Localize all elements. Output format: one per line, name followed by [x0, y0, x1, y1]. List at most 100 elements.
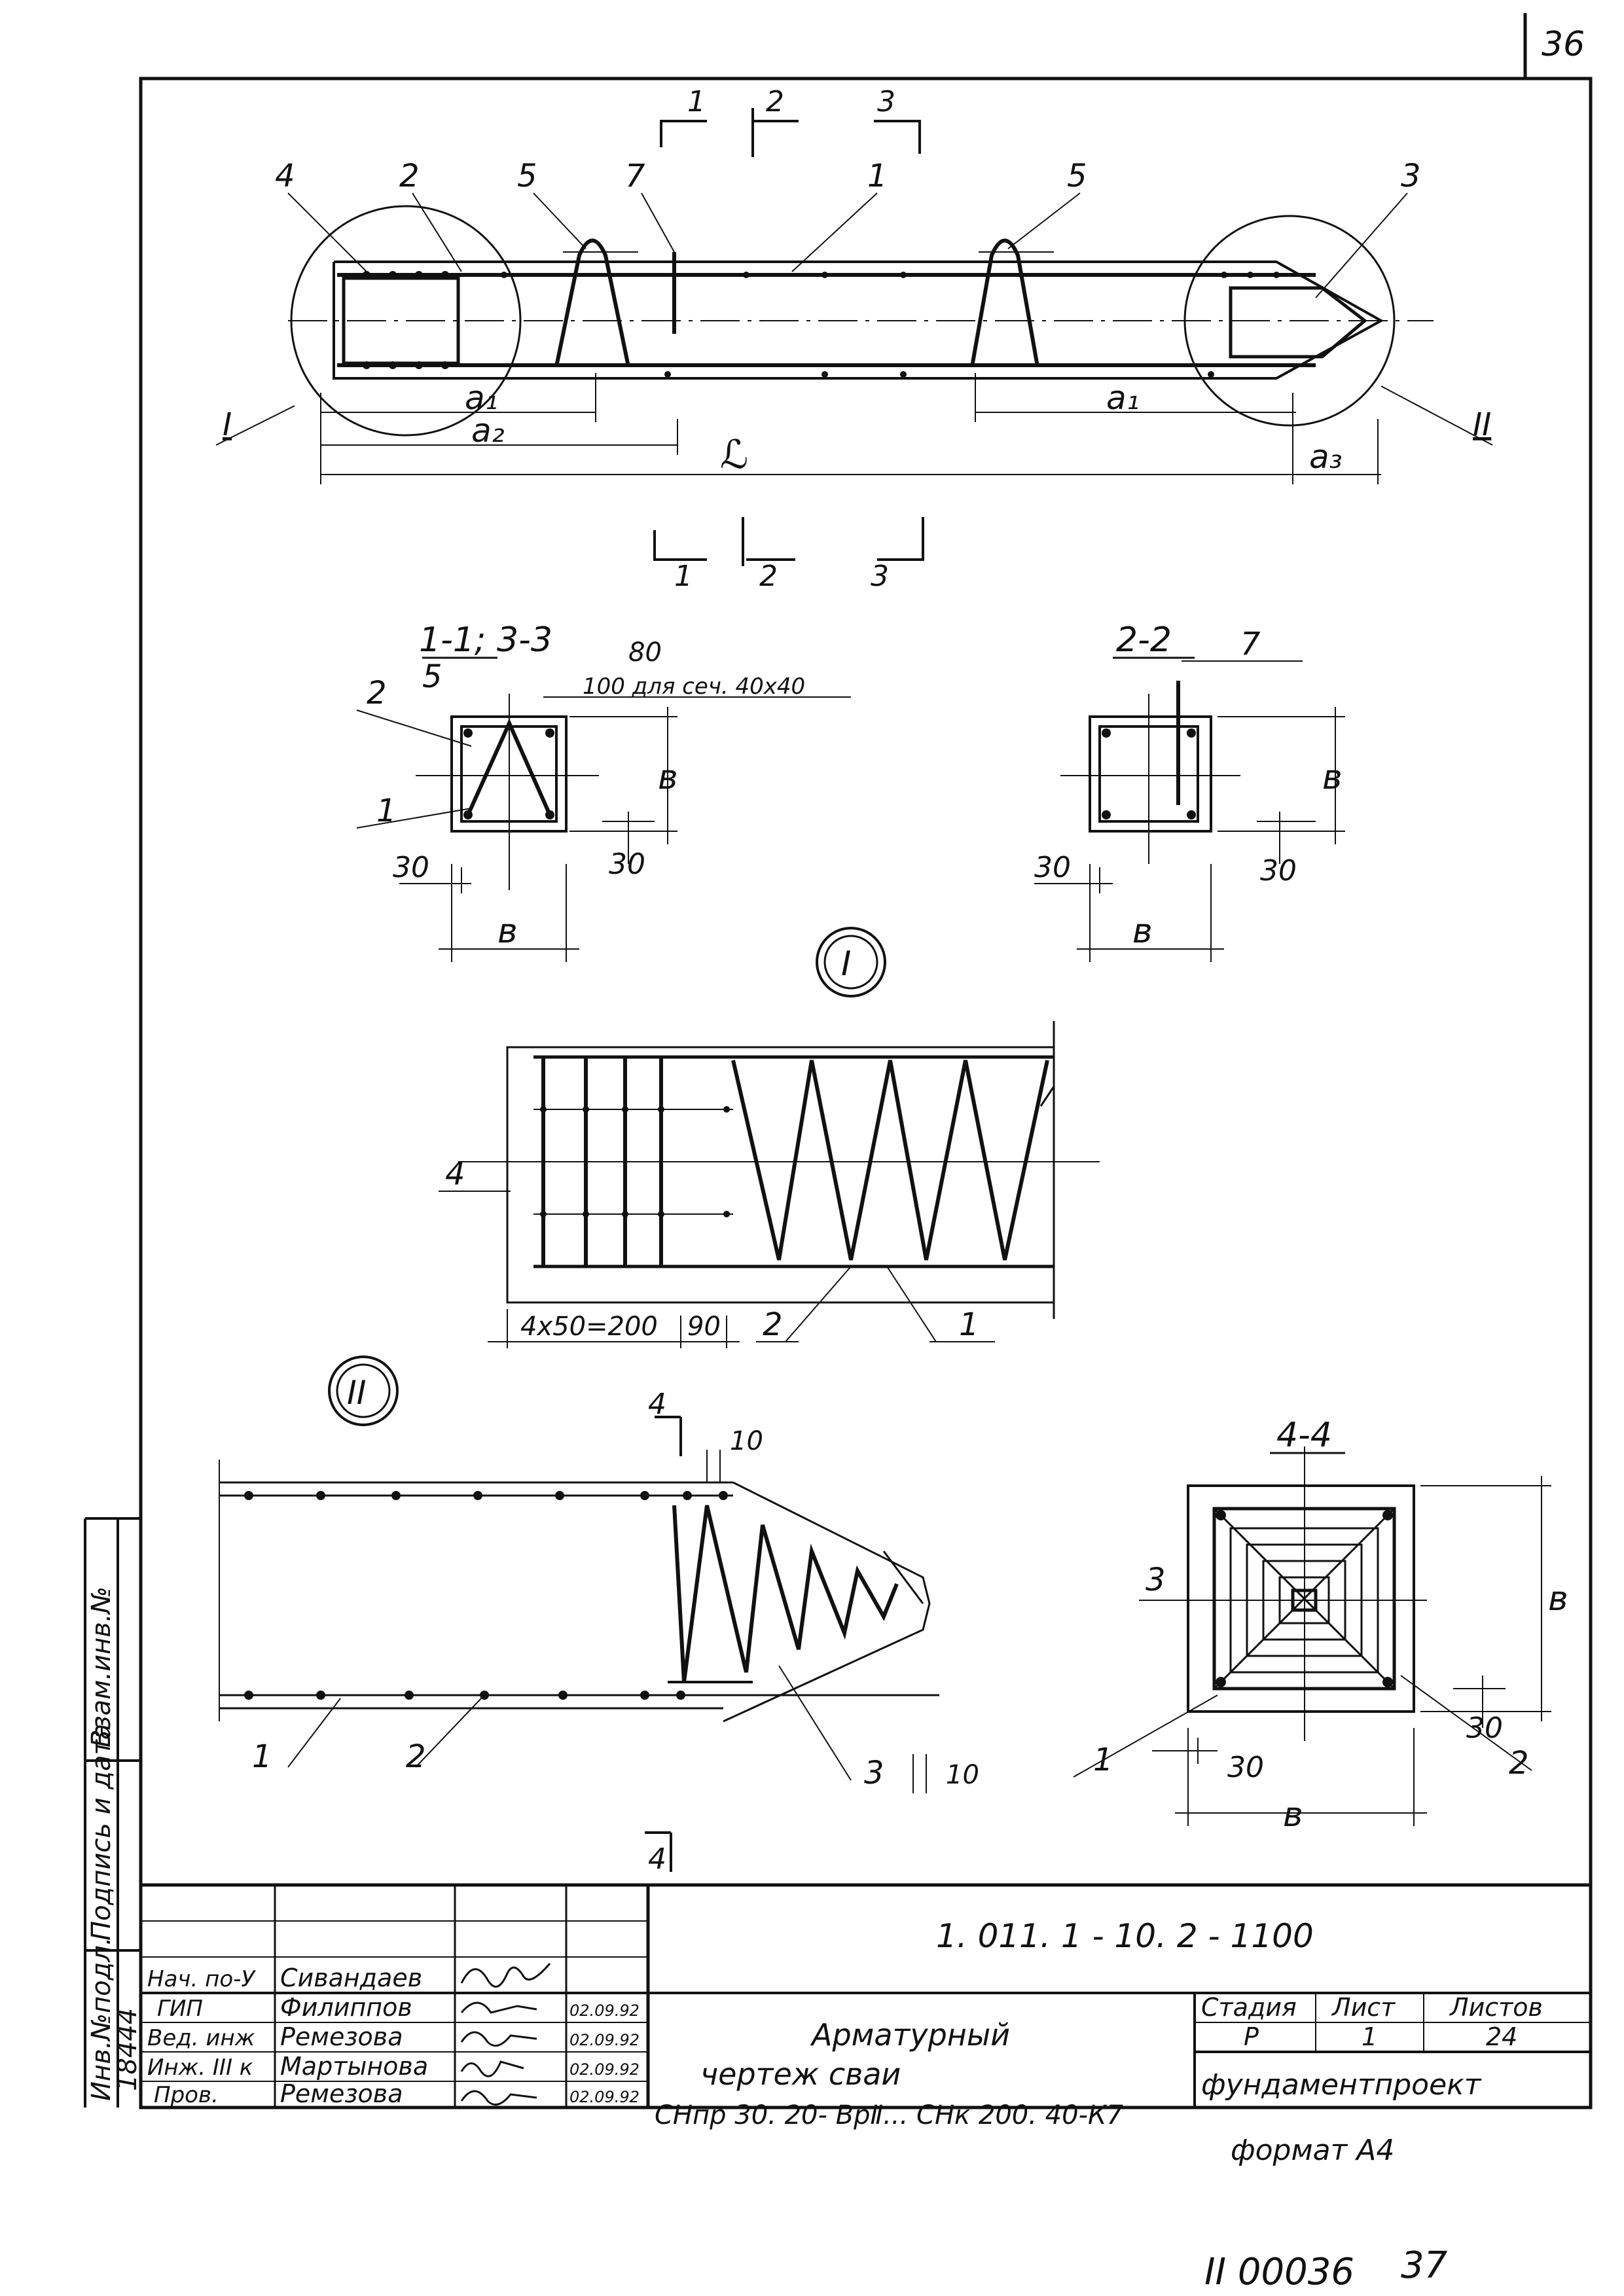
stage-value: Р	[1244, 2022, 1259, 2051]
elev-callout-4: 4	[275, 158, 295, 194]
section-22-dim-30-right: 30	[1260, 854, 1297, 888]
elev-dim-a3: a₃	[1309, 438, 1343, 476]
sheets-value: 24	[1486, 2022, 1517, 2051]
side-stamp-inv-orig: Инв.№подл.	[86, 1937, 117, 2101]
sheet-value: 1	[1362, 2022, 1377, 2051]
drawing-title-line2: чертеж сваи	[700, 2056, 901, 2092]
elev-dim-a2: a₂	[471, 412, 505, 450]
section-11-dim-b-bottom: в	[497, 912, 518, 951]
section-11-33	[356, 656, 851, 962]
organization: фундаментпроект	[1201, 2068, 1482, 2102]
tb-name-1: Филиппов	[280, 1993, 412, 2022]
side-stamp	[84, 1517, 141, 2108]
section-11-callout-2: 2	[367, 675, 387, 711]
side-stamp-inv-number: 18444	[113, 2008, 143, 2091]
detail-II-callout-2: 2	[406, 1738, 426, 1775]
footer-page: 37	[1401, 2244, 1448, 2287]
cut-label-bottom-2: 2	[759, 560, 778, 593]
tb-role-2: Вед. инж	[147, 2025, 255, 2051]
side-stamp-signature-date: Подпись и дата	[86, 1724, 117, 1941]
detail-I-spiral	[731, 1060, 1049, 1261]
elev-dim-L: ℒ	[720, 432, 748, 478]
section-22	[1034, 656, 1345, 962]
detail-II-callout-1: 1	[252, 1738, 272, 1775]
elev-callout-7: 7	[625, 158, 645, 194]
pile-elevation	[215, 108, 1493, 566]
detail-II-ref-circle	[328, 1355, 399, 1426]
section-cut-markers-bottom	[653, 517, 924, 566]
tb-date-3: 02.09.92	[569, 2060, 640, 2079]
sheet-header: Лист	[1331, 1993, 1396, 2022]
cut-label-bottom-1: 1	[674, 560, 693, 593]
detail-I-callout-2: 2	[763, 1306, 783, 1343]
detail-I-dim-90: 90	[687, 1312, 721, 1342]
detail-circle-I	[290, 205, 522, 437]
cut-label-bottom-3: 3	[871, 560, 889, 593]
elev-callout-2: 2	[399, 158, 420, 194]
detail-II-ref: II	[347, 1374, 367, 1412]
tb-date-1: 02.09.92	[569, 2001, 640, 2020]
section-11-callout-1: 1	[376, 793, 397, 829]
detail-I-ref: I	[841, 944, 851, 984]
section-44-dim-b-bottom: в	[1283, 1795, 1303, 1835]
tb-role-3: Инж. III к	[147, 2054, 253, 2081]
detail-II-cut-label-bottom: 4	[648, 1842, 666, 1876]
section-44-title: 4-4	[1276, 1416, 1332, 1455]
elev-callout-3: 3	[1401, 158, 1421, 194]
detail-II-dim-10-bottom: 10	[946, 1760, 979, 1790]
tb-role-4: Пров.	[154, 2082, 219, 2108]
detail-I-ref-circle	[816, 927, 886, 997]
section-22-title: 2-2	[1116, 620, 1172, 660]
tb-name-0: Сивандаев	[280, 1964, 422, 1992]
detail-I-callout-4: 4	[445, 1156, 465, 1193]
elev-dim-a1-right: a₁	[1106, 379, 1140, 417]
detail-II-dim-10-top: 10	[730, 1426, 763, 1456]
detail-II-callout-3: 3	[864, 1755, 884, 1791]
format-label: формат А4	[1231, 2134, 1394, 2167]
detail-I-callout-1: 1	[959, 1306, 979, 1343]
section-44-dim-30-right: 30	[1466, 1712, 1503, 1745]
elevation-dimensions	[320, 373, 1381, 484]
footer-code: II 00036	[1204, 2251, 1354, 2293]
tb-name-2: Ремезова	[280, 2022, 403, 2051]
elev-detail-ref-II: II	[1473, 406, 1491, 443]
detail-I-mesh-rows	[533, 1109, 733, 1215]
section-44-callout-2: 2	[1509, 1745, 1529, 1782]
cut-label-top-3: 3	[877, 85, 895, 118]
cut-label-top-1: 1	[687, 85, 706, 118]
section-11-callout-5: 5	[422, 658, 442, 695]
section-11-dim-30-left: 30	[393, 851, 429, 884]
sheet-frame	[139, 13, 1593, 2109]
section-22-callout-7: 7	[1240, 626, 1261, 662]
section-44	[1073, 1446, 1551, 1826]
elev-callout-5b: 5	[1067, 158, 1087, 194]
head-mesh	[342, 276, 460, 365]
section-22-dim-b-bottom: в	[1132, 912, 1153, 951]
section-44-dim-b-right: в	[1548, 1579, 1568, 1619]
detail-II-tip	[723, 1481, 931, 1723]
sheet-number-top: 36	[1542, 25, 1585, 64]
section-11-note: 100 для сеч. 40х40	[583, 673, 805, 700]
section-22-dim-b-right: в	[1322, 758, 1343, 797]
tb-name-4: Ремезова	[280, 2079, 403, 2108]
cut-label-top-2: 2	[766, 85, 784, 118]
drawing-title-line3: СНпр 30. 20- ВрⅡ... СНк 200. 40-К7	[655, 2100, 1123, 2130]
lifting-loop-left	[554, 238, 630, 367]
section-44-callout-3: 3	[1146, 1562, 1166, 1598]
elev-callout-1: 1	[867, 158, 888, 194]
tb-role-1: ГИП	[157, 1996, 203, 2022]
detail-I-dim-200: 4х50=200	[520, 1312, 658, 1342]
drawing-title-line1: Арматурный	[810, 2017, 1010, 2053]
section-11-title: 1-1; 3-3	[419, 620, 552, 660]
tb-role-0: Нач. по-У	[147, 1966, 256, 1992]
tb-name-3: Мартынова	[280, 2052, 428, 2081]
section-11-dim-b-right: в	[658, 758, 678, 797]
tb-date-2: 02.09.92	[569, 2031, 640, 2049]
detail-II-spiral	[672, 1505, 899, 1683]
rebar-dots	[363, 271, 1280, 378]
elevation-leaders	[215, 192, 1493, 446]
tb-date-4: 02.09.92	[569, 2088, 640, 2106]
side-stamp-inv-swap: Взам.инв.№	[86, 1587, 117, 1748]
section-11-dim-80: 80	[628, 637, 662, 668]
